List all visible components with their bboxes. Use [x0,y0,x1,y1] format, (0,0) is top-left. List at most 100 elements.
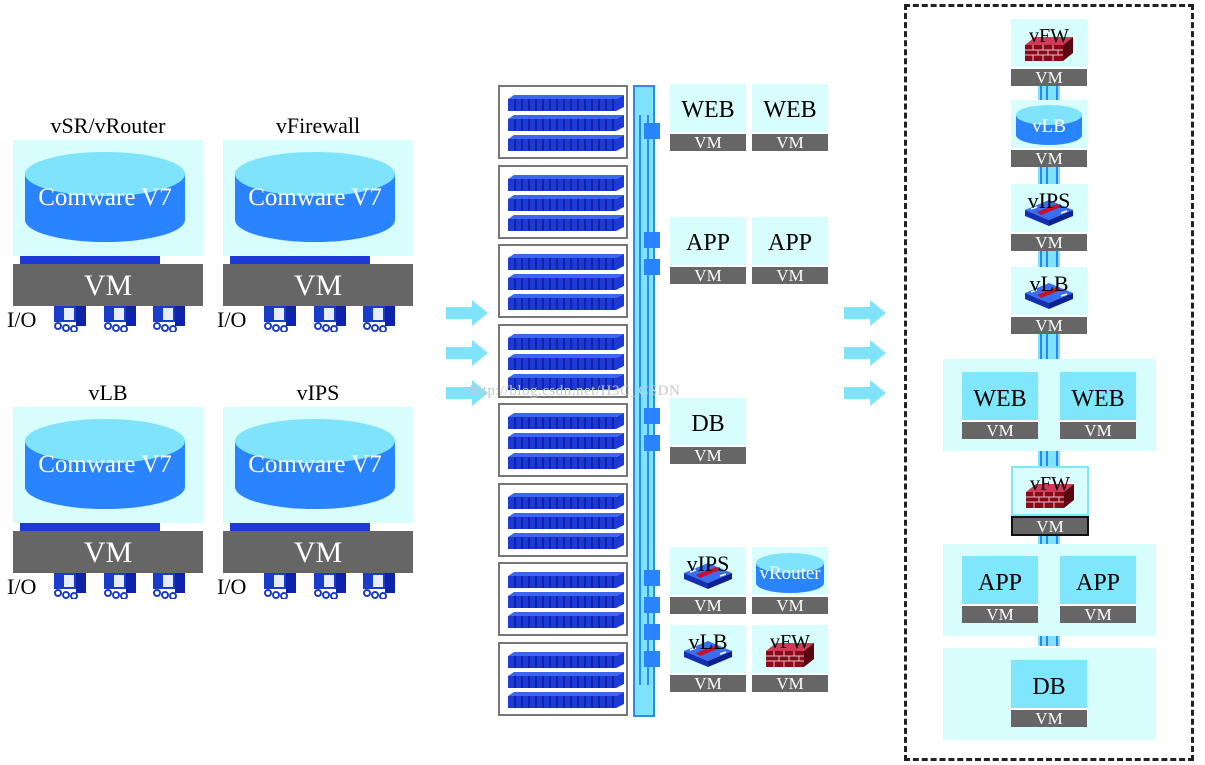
os-label: Comware V7 [38,451,172,478]
service-label: vLB [1032,116,1066,137]
server-blade-row-icon [508,274,624,290]
device-title: vFirewall [275,113,361,138]
server-blade-row-icon [508,612,624,628]
server-blade-row-icon [508,493,624,509]
flow-arrow-icon [446,340,488,366]
bus-port-icon [644,570,660,586]
bus-port-icon [644,597,660,613]
server-unit [498,85,628,159]
server-blade-row-icon [508,254,624,270]
vm-bar: VM [670,132,746,152]
vm-bar: VM [1011,148,1087,168]
server-blade-row-icon [508,334,624,350]
device-title: vLB [88,380,128,405]
device-title: vIPS [296,380,340,405]
server-blade-row-icon [508,175,624,191]
vm-bar: VM [752,673,828,693]
service-label: vFW [770,631,810,653]
server-blade-row-icon [508,135,624,151]
nic-strip-icon [230,523,370,531]
web-tile: WEB [752,84,828,132]
nic-icon [312,306,348,332]
server-blade-row-icon [508,533,624,549]
vm-bar: VM [13,531,203,573]
bus-port-icon [644,435,660,451]
device-title: vSR/vRouter [50,113,166,138]
db-tile: DB [670,398,746,446]
server-unit [498,482,628,557]
vm-bar: VM [1011,708,1087,728]
nic-icon [361,573,397,599]
router-cylinder-icon [756,553,824,593]
io-label: I/O [7,307,37,332]
service-label: vIPS [1027,188,1071,213]
server-unit [498,164,628,239]
vm-bar: VM [1011,232,1087,252]
server-blade-row-icon [508,413,624,429]
server-unit [498,403,628,477]
app-tile: APP [1060,556,1136,604]
device-panel: Comware V7 [13,140,203,256]
os-label: Comware V7 [248,451,382,478]
bus-line [647,115,649,685]
nic-icon [312,573,348,599]
vips-tile: vIPS [1011,184,1087,232]
vm-bar: VM [752,132,828,152]
bus-port-icon [644,624,660,640]
service-label: vRouter [759,563,821,584]
vm-bar: VM [962,604,1038,624]
vm-bar: VM [223,531,413,573]
nic-icon [102,306,138,332]
vm-bar: VM [1011,67,1087,87]
web-tile: WEB [670,84,746,132]
vm-bar: VM [223,264,413,306]
vips-tile: vIPS [670,547,746,595]
flow-arrow-icon [446,300,488,326]
nic-icon [262,306,298,332]
bus-port-icon [644,259,660,275]
nic-strip-icon [230,256,370,264]
server-blade-row-icon [508,115,624,131]
nic-strip-icon [20,523,160,531]
nic-icon [361,306,397,332]
nic-icon [262,573,298,599]
service-label: vLB [1029,271,1069,296]
server-blade-row-icon [508,433,624,449]
server-blade-row-icon [508,672,624,688]
server-unit [498,641,628,716]
web-tile: WEB [1060,372,1136,420]
watermark: http://blog.csdn.net/H3C_CSDN [470,383,681,399]
vm-bar: VM [13,264,203,306]
vm-bar: VM [962,420,1038,440]
device-panel: Comware V7 [223,140,413,256]
vfw-tile: vFW [752,625,828,673]
server-blade-row-icon [508,513,624,529]
vm-bar: VM [670,265,746,285]
server-unit [498,562,628,636]
vm-bar: VM [752,595,828,615]
vm-bar: VM [670,595,746,615]
nic-icon [151,306,187,332]
vm-bar: VM [1060,420,1136,440]
flow-arrow-icon [844,340,886,366]
vlb-tile: vLB [1011,100,1087,148]
server-blade-row-icon [508,354,624,370]
server-blade-row-icon [508,572,624,588]
vm-bar: VM [1060,604,1136,624]
vswitch-bus [633,85,655,717]
bus-port-icon [644,408,660,424]
service-label: vFW [1030,473,1070,495]
server-blade-row-icon [508,453,624,469]
flow-arrow-icon [844,380,886,406]
server-blade-row-icon [508,592,624,608]
service-label: vLB [688,629,728,654]
vm-bar: VM [752,265,828,285]
os-label: Comware V7 [38,184,172,211]
nic-icon [52,306,88,332]
flow-arrow-icon [844,300,886,326]
nic-icon [151,573,187,599]
nic-icon [102,573,138,599]
vlb-tile: vLB [1011,267,1087,315]
service-label: vFW [1029,25,1069,47]
bus-port-icon [644,123,660,139]
